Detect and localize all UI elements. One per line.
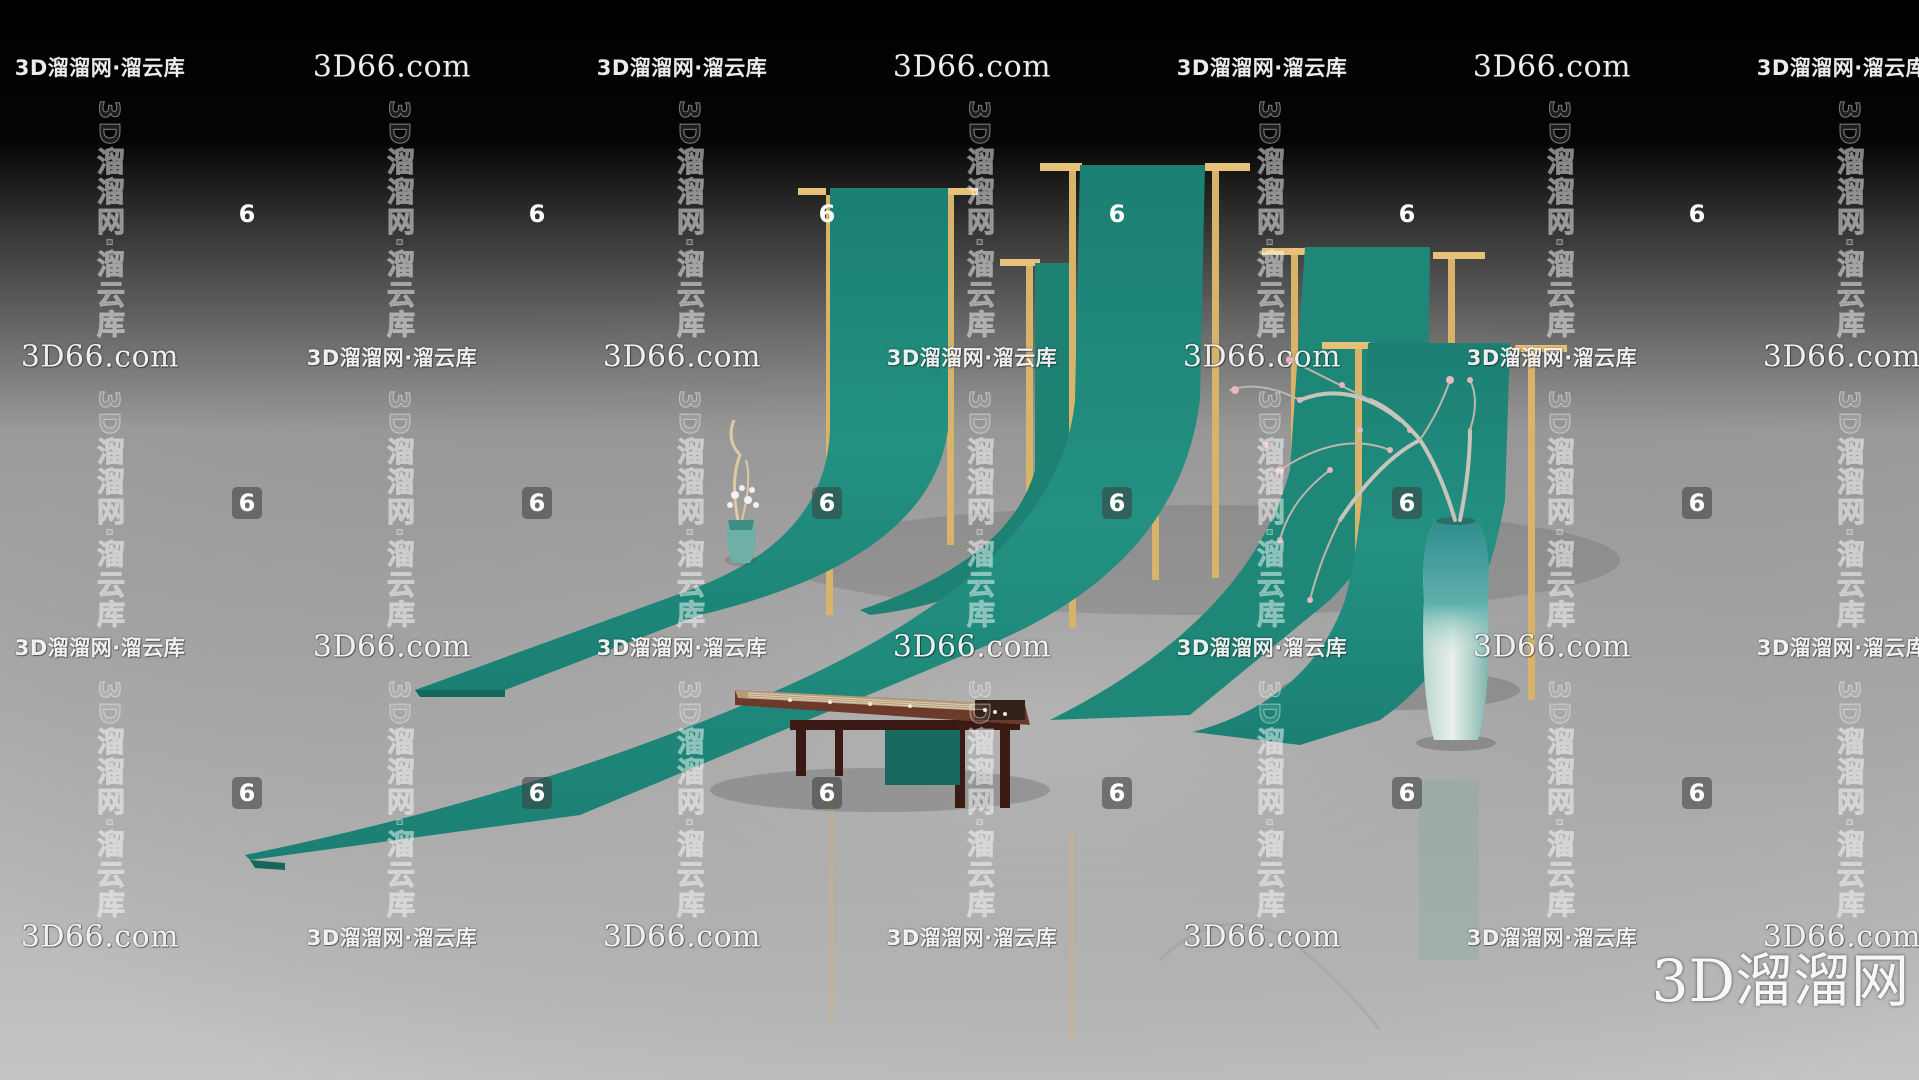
brand-watermark: 3D溜溜网 <box>1651 947 1909 1015</box>
